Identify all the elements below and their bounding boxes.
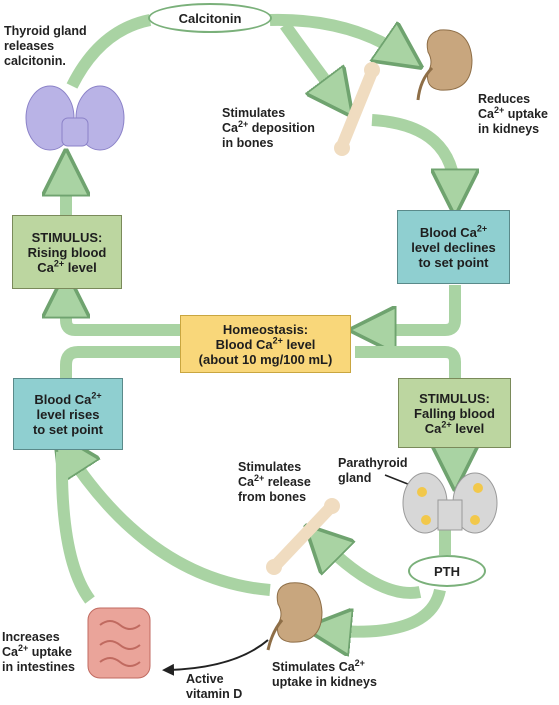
label-line: Rising blood (27, 244, 107, 260)
label-line: Stimulates (238, 460, 302, 474)
label-line: Active (186, 672, 224, 686)
arrow-calcitonin-to-bone (280, 21, 340, 100)
arrow-bone-to-declines (371, 114, 455, 195)
label-line: Reduces (478, 92, 531, 106)
pth-oval: PTH (408, 555, 486, 587)
homeostasis-box: Homeostasis:Blood Ca2+ level(about 10 mg… (180, 315, 351, 373)
label-line: in kidneys (478, 122, 540, 136)
label-line: calcitonin. (4, 54, 66, 68)
arrow-pth-to-bone (320, 540, 422, 599)
label-line: Ca2+ release (238, 472, 311, 489)
label-line: level rises (36, 406, 100, 422)
label-line: Blood Ca2+ level (215, 335, 316, 352)
arrow-active-vitd (162, 639, 269, 676)
label-line: Homeostasis: (222, 321, 309, 337)
kidney-icon-bottom (266, 582, 323, 651)
arrow-calcitonin-to-kidney (269, 13, 405, 56)
label-line: STIMULUS: (419, 390, 490, 406)
label-line: Ca2+ uptake (2, 642, 73, 659)
arrow-intestine-to-rises (55, 451, 95, 604)
label-line: Blood Ca2+ (34, 390, 102, 407)
label-line: Falling blood (414, 405, 495, 421)
label-line: Parathyroid (338, 456, 408, 470)
bone-icon (334, 62, 380, 156)
calcitonin-oval: Calcitonin (148, 3, 272, 33)
label-line: Blood Ca2+ (419, 223, 488, 240)
arrow-kidney-to-rises (66, 450, 271, 596)
arrow-homeostasis-to-falling (355, 346, 461, 378)
arrow-homeostasis-to-rising (66, 292, 180, 336)
label-line: Ca2+ level (424, 419, 485, 436)
stim-uptake-kidneys-label: Stimulates Ca2+uptake in kidneys (272, 657, 377, 690)
arrow-pth-to-kidney (325, 588, 446, 632)
label-line: to set point (418, 254, 489, 270)
pth-text: PTH (434, 563, 460, 579)
arrow-thyroid-to-calcitonin (66, 14, 152, 89)
label-line: gland (338, 471, 372, 485)
arrow-rises-to-homeostasis (60, 346, 180, 378)
label-line: from bones (238, 490, 307, 504)
label-line: STIMULUS: (31, 229, 103, 245)
label-line: Stimulates Ca2+ (272, 657, 365, 674)
label-line: uptake in kidneys (272, 675, 377, 689)
kidney-icon (416, 29, 473, 101)
label-line: Increases (2, 630, 60, 644)
label-line: Thyroid gland (4, 24, 87, 38)
label-line: Ca2+ uptake (478, 104, 549, 121)
calcitonin-text: Calcitonin (178, 10, 242, 26)
label-line: in intestines (2, 660, 75, 674)
arrow-declines-to-homeostasis (370, 285, 461, 330)
bone-icon-bottom (266, 498, 340, 575)
label-line: releases (4, 39, 55, 53)
parathyroid-gland-icon (402, 472, 498, 534)
thyroid-gland-icon (25, 85, 125, 151)
intestine-icon (87, 607, 151, 679)
label-line: Ca2+ level (37, 258, 97, 275)
label-line: to set point (32, 421, 104, 437)
label-line: Ca2+ deposition (222, 118, 315, 135)
label-line: Stimulates (222, 106, 286, 120)
label-line: (about 10 mg/100 mL) (198, 351, 333, 367)
label-line: level declines (411, 239, 496, 255)
label-line: in bones (222, 136, 274, 150)
label-line: vitamin D (186, 687, 243, 701)
